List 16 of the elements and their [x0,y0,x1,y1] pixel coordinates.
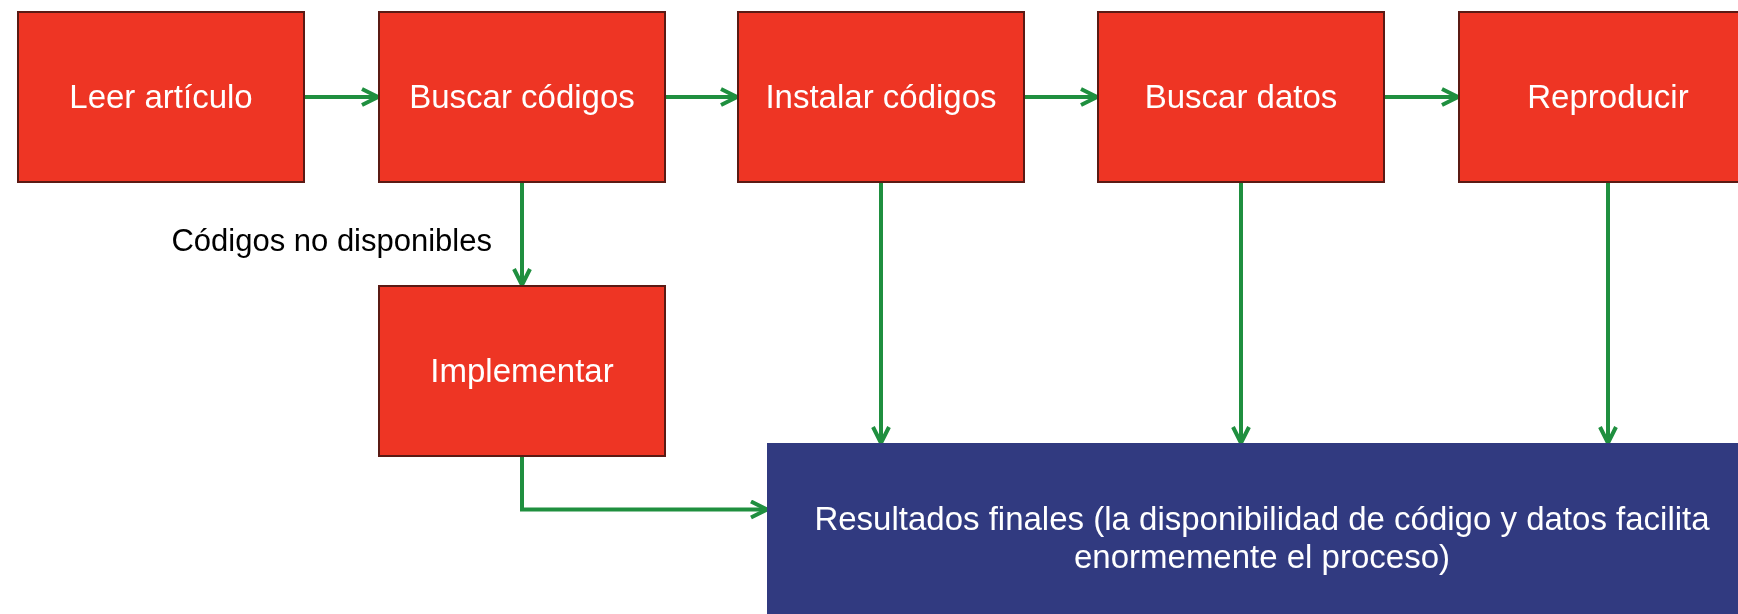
process-box: Implementar [378,285,666,457]
arrow [666,87,739,107]
process-box: Buscar datos [1097,11,1385,183]
arrow [1231,183,1251,445]
arrow [305,87,380,107]
process-box: Leer artículo [17,11,305,183]
process-box: Instalar códigos [737,11,1025,183]
arrow [871,183,891,445]
arrow [1385,87,1460,107]
arrow [512,183,532,287]
process-box: Reproducir [1458,11,1738,183]
arrow [1025,87,1099,107]
arrow [520,457,769,520]
process-box: Buscar códigos [378,11,666,183]
arrow [1598,183,1618,445]
process-box: Resultados finales (la disponibilidad de código y datos facilita enormemente el proceso) [767,443,1738,614]
